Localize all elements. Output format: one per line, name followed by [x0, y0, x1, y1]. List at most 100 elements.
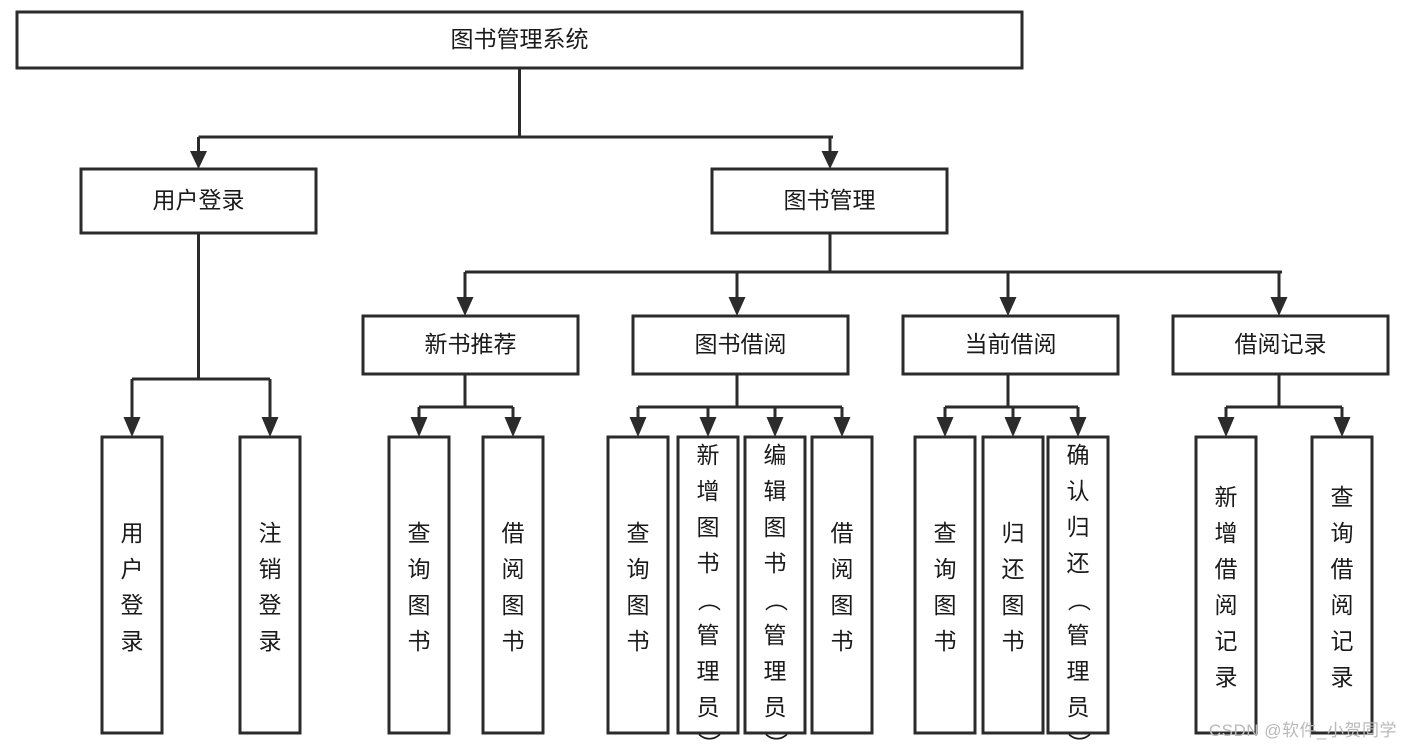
svg-text:记: 记 — [1331, 628, 1354, 654]
svg-text:图: 图 — [408, 592, 431, 618]
svg-text:用: 用 — [121, 520, 144, 546]
node-leaf-bb-borrow-box[interactable] — [810, 435, 874, 735]
svg-text:理: 理 — [1067, 658, 1090, 684]
svg-text:录: 录 — [121, 628, 144, 654]
node-borrow-record[interactable]: 借阅记录 — [1171, 314, 1390, 376]
connector-layer — [123, 68, 1351, 437]
svg-text:新: 新 — [697, 442, 720, 468]
svg-text:归: 归 — [1002, 520, 1025, 546]
node-leaf-br-add[interactable] — [1194, 435, 1258, 735]
node-leaf-bb-query[interactable] — [606, 435, 670, 735]
svg-text:书: 书 — [764, 550, 787, 576]
svg-text:查: 查 — [1331, 484, 1354, 510]
arrow-head-leaf-logout — [261, 417, 279, 437]
node-current-borrow-label: 当前借阅 — [965, 331, 1057, 357]
arrow-head-leaf-cb-confirm — [1069, 417, 1087, 437]
node-leaf-bb-add[interactable] — [676, 435, 740, 735]
arrow-head-leaf-br-add — [1217, 417, 1235, 437]
svg-text:理: 理 — [697, 658, 720, 684]
node-leaf-cb-confirm[interactable] — [1046, 435, 1110, 735]
svg-text:管: 管 — [697, 622, 720, 648]
svg-text:管: 管 — [764, 622, 787, 648]
arrow-head-leaf-bb-edit — [766, 417, 784, 437]
arrow-head-leaf-nb-borrow — [504, 417, 522, 437]
node-leaf-bb-edit[interactable] — [743, 435, 807, 735]
node-borrow-record-box[interactable] — [1171, 314, 1390, 376]
svg-text:书: 书 — [1002, 628, 1025, 654]
node-book-manage[interactable]: 图书管理 — [710, 167, 949, 235]
svg-text:图: 图 — [764, 514, 787, 540]
arrow-head-currentborrow — [999, 297, 1017, 316]
node-leaf-user-login[interactable] — [100, 435, 164, 735]
node-leaf-br-add-box[interactable] — [1194, 435, 1258, 735]
node-leaf-nb-query-box[interactable] — [387, 435, 451, 735]
node-book-borrow[interactable]: 图书借阅 — [631, 314, 850, 376]
node-root[interactable]: 图书管理系统 — [15, 10, 1024, 70]
svg-text:图: 图 — [697, 514, 720, 540]
node-leaf-logout[interactable] — [238, 435, 302, 735]
svg-text:书: 书 — [697, 550, 720, 576]
svg-text:辑: 辑 — [764, 478, 787, 504]
svg-text:记: 记 — [1215, 628, 1238, 654]
svg-text:查: 查 — [408, 520, 431, 546]
node-leaf-nb-borrow[interactable] — [481, 435, 545, 735]
node-user-login[interactable]: 用户登录 — [79, 167, 318, 235]
svg-text:询: 询 — [934, 556, 957, 582]
svg-text:员: 员 — [1067, 694, 1090, 720]
svg-text:还: 还 — [1067, 550, 1090, 576]
node-leaf-nb-query[interactable] — [387, 435, 451, 735]
node-book-manage-box[interactable] — [710, 167, 949, 235]
node-leaf-br-query-box[interactable] — [1310, 435, 1374, 735]
node-leaf-br-query[interactable] — [1310, 435, 1374, 735]
node-leaf-bb-query-box[interactable] — [606, 435, 670, 735]
node-book-borrow-box[interactable] — [631, 314, 850, 376]
svg-text:（: （ — [1066, 589, 1092, 612]
node-leaf-bb-add-box[interactable] — [676, 435, 740, 735]
node-leaf-nb-borrow-box[interactable] — [481, 435, 545, 735]
svg-text:增: 增 — [697, 478, 720, 504]
arrow-head-newbook — [456, 297, 474, 316]
svg-text:借: 借 — [831, 520, 854, 546]
node-leaf-cb-confirm-box[interactable] — [1046, 435, 1110, 735]
arrow-head-leaf-br-query — [1333, 417, 1351, 437]
svg-text:图: 图 — [502, 592, 525, 618]
node-leaf-bb-edit-box[interactable] — [743, 435, 807, 735]
node-leaf-bb-borrow[interactable] — [810, 435, 874, 735]
svg-text:图: 图 — [831, 592, 854, 618]
arrow-head-book-manage — [821, 151, 839, 169]
arrow-head-leaf-cb-return — [1004, 417, 1022, 437]
node-user-login-box[interactable] — [79, 167, 318, 235]
svg-text:员: 员 — [764, 694, 787, 720]
node-leaf-cb-return-box[interactable] — [981, 435, 1045, 735]
node-current-borrow[interactable]: 当前借阅 — [901, 314, 1120, 376]
node-new-book-rec-box[interactable] — [361, 314, 580, 376]
svg-text:录: 录 — [1331, 664, 1354, 690]
node-leaf-cb-query[interactable] — [913, 435, 977, 735]
node-leaf-user-login-box[interactable] — [100, 435, 164, 735]
svg-text:书: 书 — [831, 628, 854, 654]
node-leaf-cb-return[interactable] — [981, 435, 1045, 735]
node-current-borrow-box[interactable] — [901, 314, 1120, 376]
svg-text:询: 询 — [1331, 520, 1354, 546]
node-leaf-logout-box[interactable] — [238, 435, 302, 735]
svg-text:确: 确 — [1067, 442, 1090, 468]
svg-text:图: 图 — [934, 592, 957, 618]
node-new-book-rec[interactable]: 新书推荐 — [361, 314, 580, 376]
svg-text:理: 理 — [764, 658, 787, 684]
arrow-head-leaf-bb-add — [699, 417, 717, 437]
node-root-box[interactable] — [15, 10, 1024, 70]
arrow-head-user-login — [190, 151, 207, 169]
svg-text:还: 还 — [1002, 556, 1025, 582]
svg-text:注: 注 — [259, 520, 282, 546]
node-leaf-cb-query-box[interactable] — [913, 435, 977, 735]
node-new-book-rec-label: 新书推荐 — [425, 331, 517, 357]
node-root-label: 图书管理系统 — [451, 26, 589, 52]
